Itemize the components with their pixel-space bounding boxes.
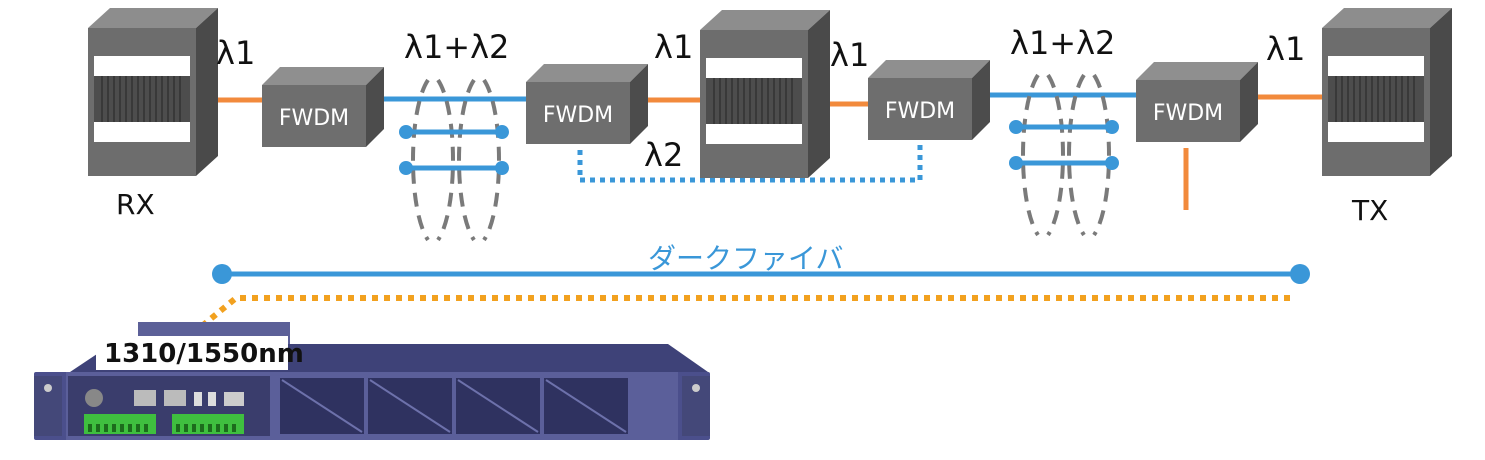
fwdm-3-label: FWDM [885,99,955,124]
lambda12-label-right: λ1+λ2 [1010,24,1115,62]
tx-label: TX [1351,194,1388,227]
fwdm-2-label: FWDM [543,103,613,128]
lambda2-dotted-path [577,138,923,183]
lambda1-label-tx: λ1 [1266,30,1305,68]
fwdm-1-label: FWDM [279,106,349,131]
dark-fiber-endpoint-left [212,264,232,284]
lambda1-label-rx: λ1 [216,34,255,72]
tx-device [1321,7,1453,177]
fiber-bundle-right [1009,73,1119,237]
fiber-bundle-left [399,78,509,242]
rx-device [87,7,219,177]
dark-fiber-endpoint-right [1290,264,1310,284]
lambda1-label-fwdm2: λ1 [654,28,693,66]
wavelength-label: 1310/1550nm [104,339,304,369]
fwdm-4: FWDM [1136,62,1258,142]
middle-device [699,9,831,179]
wavelength-label-bg [96,336,288,370]
lambda1-label-fwdm3: λ1 [830,36,869,74]
lambda2-label: λ2 [644,136,683,174]
fwdm-4-label: FWDM [1153,101,1223,126]
rack-chassis [34,322,710,440]
fwdm-2: FWDM [526,64,648,144]
wavelength-dotted-path [98,295,1290,413]
fwdm-3: FWDM [868,60,990,140]
rx-label: RX [116,188,155,221]
dark-fiber-label: ダークファイバ [648,242,843,275]
lambda12-label-left: λ1+λ2 [404,28,509,66]
fwdm-1: FWDM [262,67,384,147]
